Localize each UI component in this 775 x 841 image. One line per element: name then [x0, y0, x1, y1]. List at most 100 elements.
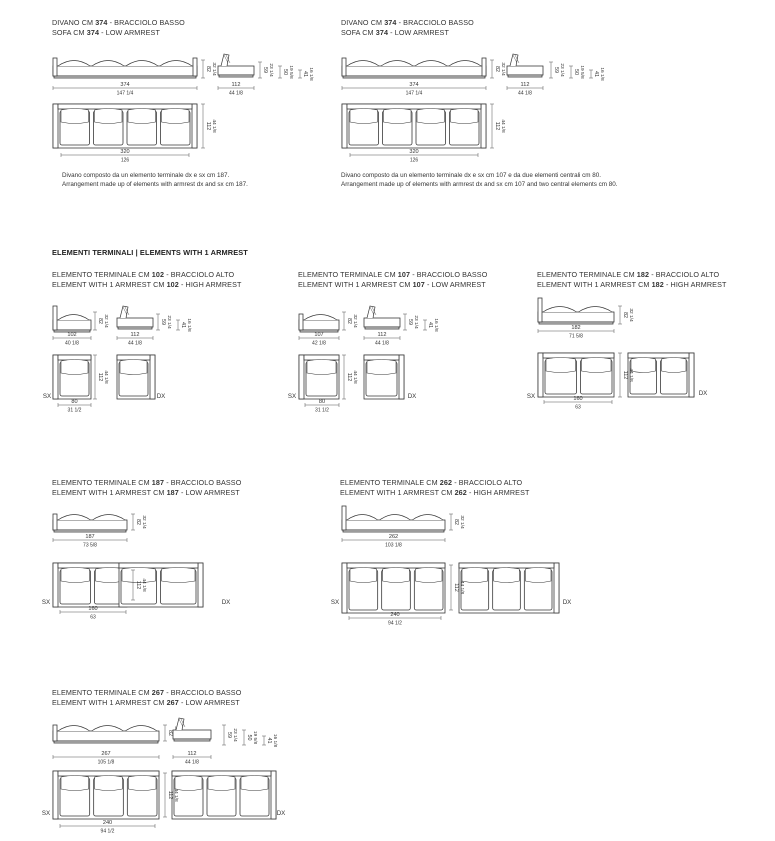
e262-plan-sx-pillow-1	[349, 567, 377, 583]
e107-side-depth-in: 44 1/8	[375, 341, 389, 347]
e267-plan-depth-in: 44 1/8	[173, 788, 179, 802]
e262-plan-sx-pillow-2	[382, 567, 410, 583]
e182-front-height-cm: 82	[622, 312, 628, 318]
s2-side-back-line-1	[512, 54, 518, 64]
e182-plan-sx-arm-left	[537, 352, 544, 398]
e267-side-depth-in: 44 1/8	[185, 760, 199, 766]
e107-plan-depth-cm: 112	[346, 373, 352, 382]
e102-label-dx: DX	[157, 393, 166, 400]
e182-plan-width-cm: 160	[573, 396, 582, 402]
e102-plan-depth-in: 44 1/8	[103, 370, 109, 384]
s1-front-height-in: 32 1/4	[211, 62, 217, 76]
e262-front-height-in: 32 1/4	[459, 515, 465, 529]
s2-front-arm-left	[341, 57, 347, 77]
title-el102: ELEMENTO TERMINALE CM 102 - BRACCIOLO AL…	[52, 270, 242, 289]
s2-front-plinth	[342, 75, 486, 79]
e102-plan-width-in: 31 1/2	[68, 408, 82, 414]
e107-side-seat	[363, 317, 401, 328]
e102-side-back-line-2	[124, 306, 130, 316]
e262-front-cushion-3	[412, 514, 444, 521]
e267-front-width-in: 105 1/8	[98, 760, 115, 766]
s1-front-cushion-1	[57, 60, 91, 67]
title-sofa374-basso: DIVANO CM 374 - BRACCIOLO BASSO SOFA CM …	[52, 18, 185, 37]
s1-side-back-cushion	[220, 53, 230, 67]
s2-front-width-cm: 374	[409, 82, 418, 88]
section-title: ELEMENTI TERMINALI | ELEMENTS WITH 1 ARM…	[52, 248, 248, 257]
e102-side-seat	[116, 317, 154, 328]
e187-front-plinth	[53, 529, 127, 533]
s2-plan-arm-left	[341, 103, 348, 149]
e107-front-width-in: 42 1/8	[312, 341, 326, 347]
s2-front-cushion-3	[414, 60, 448, 67]
e182-plan-width-in: 63	[575, 405, 581, 411]
e182-plan-dx-arm-right	[688, 352, 695, 398]
s2-h2-cm: 50	[573, 69, 579, 75]
e107-label-dx: DX	[408, 393, 417, 400]
e267-plan-dx-pillow-3	[240, 775, 269, 791]
s2-plan-pillow-2	[383, 108, 412, 124]
e107-side-back-line-2	[371, 306, 377, 316]
e187-plan-dx-backrest	[118, 562, 199, 569]
s2-plan-pillow-4	[450, 108, 479, 124]
s2-front-height-in: 32 1/4	[500, 62, 506, 76]
e187-plan-sx-arm-left	[52, 562, 59, 608]
s2-side-seat	[506, 65, 544, 76]
e187-front-width-in: 73 5/8	[83, 543, 97, 549]
s2-front-cushion-4	[448, 60, 482, 67]
e262-plan-dx-pillow-3	[525, 567, 552, 583]
s2-h1-cm: 59	[553, 67, 559, 73]
s2-plan-arm-right	[480, 103, 487, 149]
e102-side-back-line-1	[122, 306, 128, 316]
e102-plan-sx-pillow-1	[60, 359, 89, 375]
s1-h3-in: 16 1/8	[308, 67, 314, 81]
s1-front-width-in: 147 1/4	[117, 91, 134, 97]
e102-front-cushion-1	[57, 314, 90, 321]
e267-side-plinth	[173, 738, 211, 742]
s1-plan-pillow-1	[60, 108, 89, 124]
e107-front-height-cm: 82	[346, 318, 352, 324]
e187-plan-width-in: 63	[90, 615, 96, 621]
e262-plan-sx-arm-left	[341, 562, 348, 614]
e102-front-arm-left	[52, 305, 58, 331]
e267-plan-depth-cm: 112	[167, 791, 173, 800]
s2-plan-width-cm: 320	[409, 149, 418, 155]
e267-front-height-cm: 82	[167, 730, 173, 736]
e187-front-base	[52, 519, 128, 531]
e102-plan-depth-cm: 112	[97, 373, 103, 382]
s2-front-arm-right	[481, 57, 487, 77]
e267-label-sx: SX	[42, 810, 50, 817]
e267-side-depth-cm: 112	[188, 751, 197, 757]
s1-plan-pillow-4	[161, 108, 190, 124]
e102-front-plinth	[53, 329, 91, 333]
e102-side-depth-in: 44 1/8	[128, 341, 142, 347]
e262-front-width-cm: 262	[389, 534, 398, 540]
e107-side-depth-cm: 112	[378, 332, 387, 338]
e102-plan-width-cm: 80	[71, 399, 77, 405]
e102-plan-dx-pillow-1	[119, 359, 148, 375]
s2-plan-depth-cm: 112	[494, 122, 500, 131]
e267-label-dx: DX	[277, 810, 286, 817]
e102-front-base	[52, 319, 92, 331]
e107-front-height-in: 32 1/4	[352, 314, 358, 328]
e187-plan-sx-backrest	[57, 562, 128, 569]
e262-plan-depth-in: 44 1/8	[459, 581, 465, 595]
e182-label-dx: DX	[699, 390, 708, 397]
e182-front-cushion-2	[578, 306, 613, 313]
e107-label-sx: SX	[288, 393, 296, 400]
s1-front-cushion-4	[159, 60, 193, 67]
e107-plan-width-cm: 80	[319, 399, 325, 405]
s1-plan-arm-right	[191, 103, 198, 149]
s1-side-plinth	[218, 74, 254, 78]
e187-front-height-in: 32 1/4	[141, 515, 147, 529]
e262-front-arm-left	[341, 505, 347, 531]
e267-side-back-cushion	[175, 717, 185, 731]
e182-front-cushion-1	[542, 306, 577, 313]
e102-h1-cm: 59	[160, 319, 166, 325]
e187-plan-dx-pillow-1	[121, 567, 156, 583]
title-sofa374-centrali: DIVANO CM 374 - BRACCIOLO BASSO SOFA CM …	[341, 18, 474, 37]
e107-h1-in: 23 1/4	[413, 315, 419, 329]
s2-front-cushion-1	[346, 60, 380, 67]
s1-front-cushion-3	[125, 60, 159, 67]
e187-front-width-cm: 187	[85, 534, 94, 540]
